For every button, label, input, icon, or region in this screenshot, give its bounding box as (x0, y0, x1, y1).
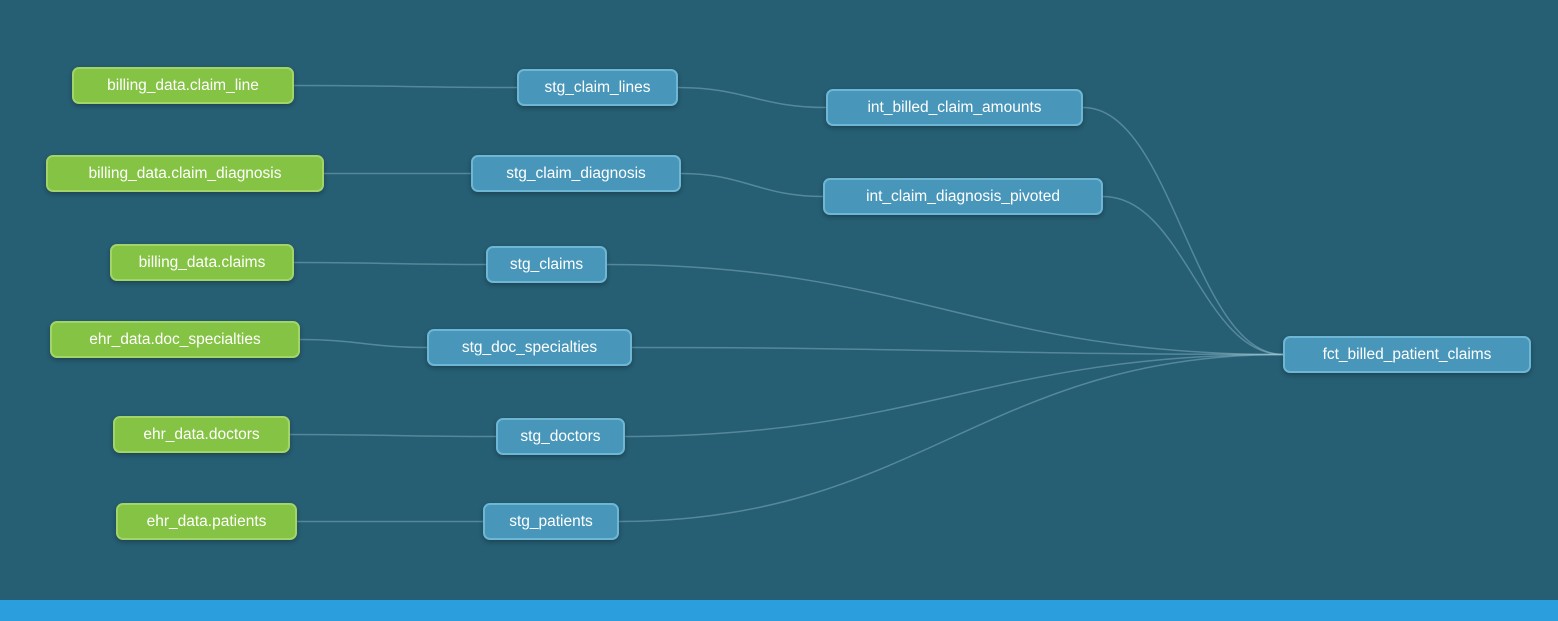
node-label: ehr_data.doctors (143, 425, 260, 443)
node-label: billing_data.claim_diagnosis (88, 164, 282, 182)
node-label: billing_data.claims (138, 253, 266, 271)
node-int_claim_diagnosis_pivoted[interactable]: int_claim_diagnosis_pivoted (823, 178, 1103, 215)
node-ehr_data.doc_specialties[interactable]: ehr_data.doc_specialties (50, 321, 300, 358)
edge-stg_doctors-fct_billed_patient_claims (624, 353, 1284, 438)
edge-stg_doc_specialties-fct_billed_patient_claims (631, 346, 1284, 356)
edge-stg_claims-fct_billed_patient_claims (606, 263, 1284, 356)
node-label: ehr_data.doc_specialties (89, 330, 261, 348)
node-label: stg_doctors (520, 427, 601, 445)
node-label: billing_data.claim_line (107, 76, 259, 94)
edge-billing_data.claims-stg_claims (293, 261, 487, 266)
edge-int_claim_diagnosis_pivoted-fct_billed_patient_claims (1102, 195, 1284, 356)
edge-ehr_data.doctors-stg_doctors (289, 433, 497, 438)
node-ehr_data.doctors[interactable]: ehr_data.doctors (113, 416, 290, 453)
node-int_billed_claim_amounts[interactable]: int_billed_claim_amounts (826, 89, 1083, 126)
node-billing_data.claim_diagnosis[interactable]: billing_data.claim_diagnosis (46, 155, 324, 192)
edge-billing_data.claim_line-stg_claim_lines (293, 84, 518, 89)
node-stg_patients[interactable]: stg_patients (483, 503, 619, 540)
node-label: int_claim_diagnosis_pivoted (866, 187, 1060, 205)
node-label: stg_patients (509, 512, 593, 530)
bottom-bar (0, 600, 1558, 621)
node-ehr_data.patients[interactable]: ehr_data.patients (116, 503, 297, 540)
node-stg_doc_specialties[interactable]: stg_doc_specialties (427, 329, 632, 366)
node-stg_doctors[interactable]: stg_doctors (496, 418, 625, 455)
node-billing_data.claims[interactable]: billing_data.claims (110, 244, 294, 281)
edge-stg_claim_diagnosis-int_claim_diagnosis_pivoted (680, 172, 824, 198)
node-label: stg_claim_lines (544, 78, 651, 96)
node-stg_claims[interactable]: stg_claims (486, 246, 607, 283)
edge-int_billed_claim_amounts-fct_billed_patient_claims (1082, 106, 1284, 356)
node-billing_data.claim_line[interactable]: billing_data.claim_line (72, 67, 294, 104)
node-stg_claim_diagnosis[interactable]: stg_claim_diagnosis (471, 155, 681, 192)
node-label: stg_doc_specialties (461, 338, 598, 356)
node-label: ehr_data.patients (146, 512, 267, 530)
node-stg_claim_lines[interactable]: stg_claim_lines (517, 69, 678, 106)
edge-stg_patients-fct_billed_patient_claims (618, 353, 1284, 523)
edge-stg_claim_lines-int_billed_claim_amounts (677, 86, 827, 109)
node-label: int_billed_claim_amounts (867, 98, 1042, 116)
node-label: stg_claims (509, 255, 584, 273)
edge-ehr_data.doc_specialties-stg_doc_specialties (299, 338, 428, 349)
node-label: stg_claim_diagnosis (506, 164, 646, 182)
node-label: fct_billed_patient_claims (1322, 345, 1492, 363)
node-fct_billed_patient_claims[interactable]: fct_billed_patient_claims (1283, 336, 1531, 373)
